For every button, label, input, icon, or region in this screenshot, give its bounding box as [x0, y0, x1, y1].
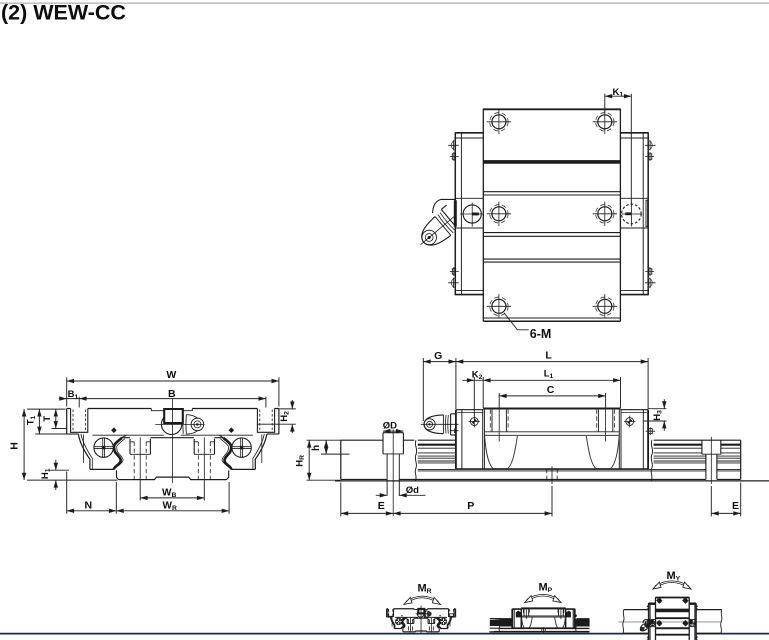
svg-text:B1: B1	[68, 389, 79, 401]
svg-text:WB: WB	[162, 488, 176, 500]
svg-text:E: E	[732, 500, 739, 512]
svg-text:E: E	[378, 500, 385, 512]
svg-text:L1: L1	[544, 369, 554, 381]
svg-text:ØD: ØD	[383, 421, 397, 432]
svg-text:N: N	[85, 500, 93, 512]
svg-text:(2) WEW-CC: (2) WEW-CC	[1, 1, 126, 25]
svg-text:6-M: 6-M	[530, 327, 552, 341]
svg-text:P: P	[467, 500, 474, 512]
svg-text:K2: K2	[472, 369, 483, 381]
svg-text:W: W	[166, 369, 176, 381]
svg-text:H: H	[8, 442, 20, 450]
svg-text:K1: K1	[613, 87, 624, 99]
svg-text:L: L	[545, 350, 552, 362]
svg-text:H1: H1	[40, 468, 52, 479]
svg-text:WR: WR	[163, 501, 177, 513]
svg-text:G: G	[434, 350, 442, 362]
svg-text:H3: H3	[652, 410, 664, 421]
svg-text:h: h	[311, 445, 322, 451]
svg-text:B: B	[168, 388, 176, 400]
svg-text:T1: T1	[25, 415, 37, 425]
svg-text:H2: H2	[279, 411, 291, 422]
svg-text:Ød: Ød	[406, 485, 419, 496]
svg-text:C: C	[547, 384, 555, 396]
svg-text:HR: HR	[294, 455, 306, 467]
svg-text:T: T	[42, 416, 53, 422]
